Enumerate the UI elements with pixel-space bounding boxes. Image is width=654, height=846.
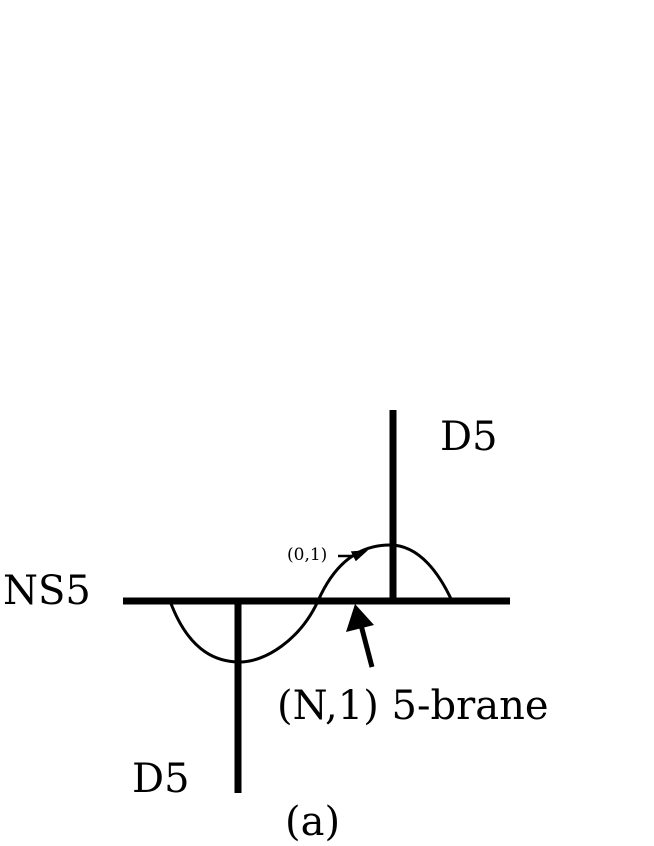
sine-curve bbox=[168, 543, 454, 664]
ns5-label: NS5 bbox=[3, 568, 91, 614]
brane-arrow-head bbox=[346, 604, 374, 632]
charge-arrow-head bbox=[350, 550, 369, 562]
brane-arrow-line bbox=[358, 624, 375, 668]
charge-label: (0,1) bbox=[287, 545, 327, 565]
panel-label: (a) bbox=[285, 799, 340, 845]
d5-top-label: D5 bbox=[440, 414, 498, 460]
d5-bottom-label: D5 bbox=[132, 756, 190, 802]
brane-label: (N,1) 5-brane bbox=[277, 683, 549, 729]
